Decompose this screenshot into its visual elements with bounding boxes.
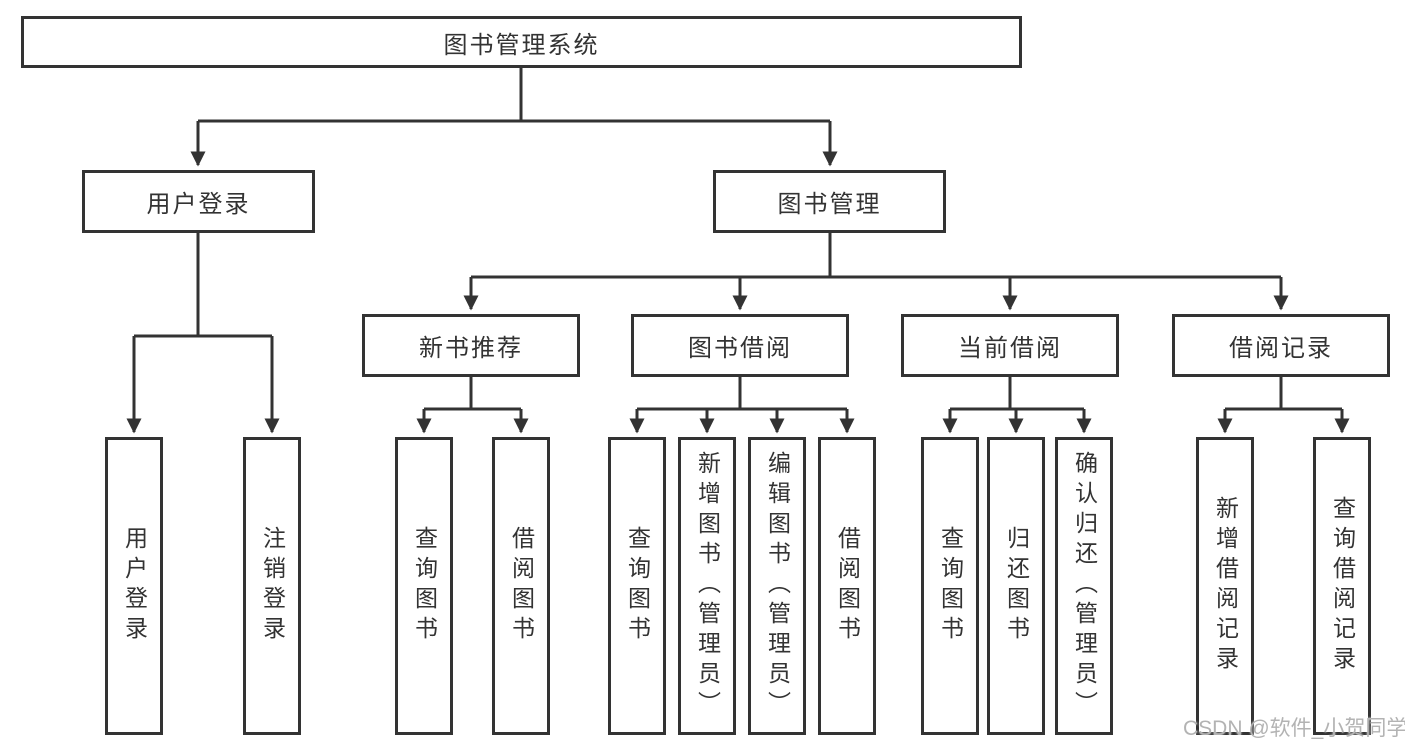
- node-return-books: 归还图书: [987, 437, 1045, 735]
- node-new-book-recommendation: 新书推荐: [362, 314, 580, 377]
- node-label: 借阅图书: [834, 526, 861, 646]
- node-confirm-return-admin: 确认归还（管理员）: [1055, 437, 1113, 735]
- node-label: 借阅记录: [1229, 335, 1333, 362]
- connector-current-borrowing-fork: [942, 377, 1092, 434]
- node-label: 查询图书: [624, 526, 651, 646]
- node-label: 新增图书（管理员）: [694, 451, 721, 721]
- node-user-login: 用户登录: [82, 170, 315, 233]
- node-user-login-leaf: 用户登录: [105, 437, 163, 735]
- node-query-books-current: 查询图书: [921, 437, 979, 735]
- connector-book-management-to-level3: [463, 233, 1289, 311]
- watermark-text: CSDN @软件_小贺同学: [1183, 717, 1405, 740]
- node-query-books-borrowing: 查询图书: [608, 437, 666, 735]
- node-query-books-recommend: 查询图书: [395, 437, 453, 735]
- connector-book-borrowing-fork: [629, 377, 855, 434]
- node-label: 确认归还（管理员）: [1071, 451, 1098, 721]
- node-logout-leaf: 注销登录: [243, 437, 301, 735]
- node-add-borrow-record: 新增借阅记录: [1196, 437, 1254, 735]
- node-label: 用户登录: [146, 191, 251, 218]
- node-book-management: 图书管理: [713, 170, 946, 233]
- node-borrowing-records: 借阅记录: [1172, 314, 1390, 377]
- connector-user-login-to-leaves: [126, 233, 280, 434]
- node-query-borrow-record: 查询借阅记录: [1313, 437, 1371, 735]
- node-label: 查询借阅记录: [1329, 496, 1356, 676]
- node-label: 注销登录: [259, 526, 286, 646]
- node-label: 借阅图书: [508, 526, 535, 646]
- node-label: 用户登录: [121, 526, 148, 646]
- node-label: 查询图书: [937, 526, 964, 646]
- node-book-borrowing: 图书借阅: [631, 314, 849, 377]
- node-label: 编辑图书（管理员）: [764, 451, 791, 721]
- node-label: 查询图书: [411, 526, 438, 646]
- node-edit-books-admin: 编辑图书（管理员）: [748, 437, 806, 735]
- node-label: 图书借阅: [688, 335, 792, 362]
- node-label: 归还图书: [1003, 526, 1030, 646]
- node-label: 图书管理: [777, 191, 882, 218]
- node-label: 新书推荐: [419, 335, 523, 362]
- node-label: 新增借阅记录: [1212, 496, 1239, 676]
- connector-borrowing-records-fork: [1217, 377, 1350, 434]
- connector-root-to-level2: [190, 68, 838, 167]
- node-label: 图书管理系统: [443, 31, 600, 59]
- node-borrow-books-recommend: 借阅图书: [492, 437, 550, 735]
- node-add-books-admin: 新增图书（管理员）: [678, 437, 736, 735]
- node-borrow-books-borrowing: 借阅图书: [818, 437, 876, 735]
- connector-new-book-recommendation-fork: [416, 377, 529, 434]
- node-current-borrowing: 当前借阅: [901, 314, 1119, 377]
- node-library-management-system: 图书管理系统: [21, 16, 1022, 68]
- node-label: 当前借阅: [958, 335, 1062, 362]
